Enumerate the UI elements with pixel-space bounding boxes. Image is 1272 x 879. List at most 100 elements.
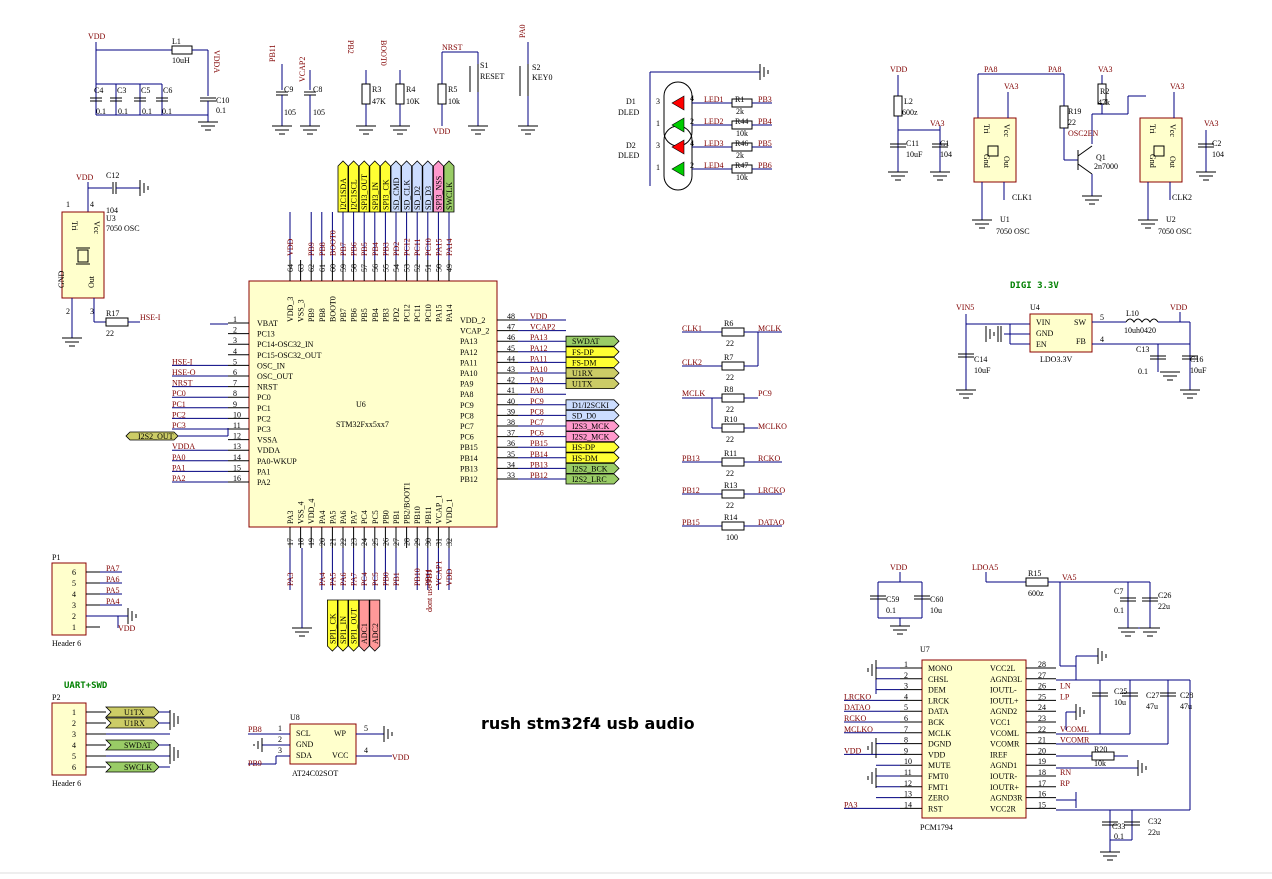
u4-body [1029, 313, 1093, 353]
d1-type: DLED [618, 108, 640, 117]
u6-pin-name: VDD_3 [286, 297, 295, 322]
c26-ref: C26 [1158, 591, 1171, 600]
u7-pin-num: 2 [904, 671, 908, 680]
u6-right-flag-label: FS-DP [572, 348, 594, 357]
p1-pin-num: 4 [72, 590, 76, 599]
u7-pin-num: 28 [1038, 660, 1046, 669]
u6-pin-name: PB1 [392, 510, 401, 524]
u6-pin-num: 44 [507, 354, 515, 363]
u6-pin-name: VDD_2 [460, 316, 485, 325]
u7-pin-name: VDD [928, 750, 946, 759]
p2-flag-label: SWCLK [124, 763, 152, 772]
clk-resistor-ref: R7 [724, 353, 733, 362]
u7-pin-num: 10 [904, 757, 912, 766]
u6-body [248, 280, 498, 528]
u6-pin-num: 29 [413, 538, 422, 546]
u6-pin-num: 19 [307, 538, 316, 546]
r17-ref: R17 [106, 309, 119, 318]
u4-vin: VIN [1036, 318, 1050, 327]
u6-pin-num: 51 [424, 264, 433, 272]
u6-pin-name: PB10 [413, 506, 422, 524]
r4-val: 10K [406, 97, 420, 106]
clk-resistor-val: 22 [726, 469, 734, 478]
u6-bottom-net: PA6 [339, 573, 348, 587]
u6-right-flag [565, 452, 620, 464]
u6-bottom-flag-label: SPI1_CK [328, 613, 337, 644]
u6-right-net: PA10 [530, 365, 548, 374]
led-resistor-ref: R46 [735, 139, 748, 148]
c60-ref: C60 [930, 595, 943, 604]
c1-val: 104 [940, 150, 952, 159]
u2-body [1139, 117, 1183, 183]
c9-ref: C9 [284, 85, 293, 94]
r10-val: 22 [726, 435, 734, 444]
u6-pin-num: 12 [233, 432, 241, 441]
u7-pin-name: FMT1 [928, 783, 948, 792]
u6-pin-name: PC10 [424, 304, 433, 322]
d2-type: DLED [618, 151, 640, 160]
u3-ref: U3 [106, 214, 116, 223]
u1-ref: U1 [1000, 215, 1010, 224]
u6-top-flag-label: SD_D3 [424, 186, 433, 210]
p2-pin-num: 6 [72, 763, 76, 772]
clk-resistor [721, 361, 745, 371]
u6-right-flag-label: I2S3_MCK [572, 422, 610, 431]
l1-val: 10uH [172, 56, 190, 65]
u7-pin-num: 7 [904, 725, 908, 734]
u6-pin-name: PC5 [371, 510, 380, 524]
c59-ref: C59 [886, 595, 899, 604]
u6-pin-name: VSSA [257, 436, 278, 445]
u6-bottom-flag [326, 599, 338, 652]
u7-pin-num: 3 [904, 682, 908, 691]
p2-flag-label: SWDAT [124, 741, 152, 750]
u6-pin-name: PA9 [460, 380, 474, 389]
clk-resistor-ref: R11 [724, 449, 737, 458]
u6-top-flag [358, 160, 370, 213]
r2-val: 47k [1098, 98, 1110, 107]
u6-top-flag [369, 160, 381, 213]
u6-right-net: PA8 [530, 386, 544, 395]
u6-pin-num: 60 [328, 264, 337, 272]
u6-right-net: PC8 [530, 407, 544, 416]
u7-pin-name: VCC1 [990, 718, 1010, 727]
u6-pin-num: 36 [507, 439, 515, 448]
u6-pin-name: PA13 [460, 337, 478, 346]
r5-val: 10k [448, 97, 460, 106]
u6-top-flag-label: SD_D2 [413, 186, 422, 210]
u6-right-flag-label: FS-DM [572, 358, 596, 367]
led-resistor-val: 2k [736, 107, 744, 116]
u3-vdd-label: VDD [76, 173, 94, 182]
u3-gnd: GND [57, 270, 66, 288]
vdd-label: VDD [88, 32, 106, 41]
u6-pin-name: PB13 [460, 464, 478, 473]
mclk-label: MCLK [682, 389, 705, 398]
led-resistor-val: 10k [736, 173, 748, 182]
u6-right-flag-label: HS-DM [572, 454, 598, 463]
u6-pin-name: PC6 [460, 433, 474, 442]
p2-flag [105, 706, 160, 718]
u6-left-net: PC0 [172, 389, 186, 398]
u6-top-flag [401, 160, 413, 213]
u6-top-flag-label: I2C1SDA [339, 178, 348, 210]
u7-pin-num: 9 [904, 746, 908, 755]
osc-vdd-label: VDD [890, 65, 908, 74]
u6-pin-num: 39 [507, 407, 515, 416]
u6-pin-num: 38 [507, 418, 515, 427]
u6-pin-name: PC9 [460, 401, 474, 410]
u6-pin-name: PA6 [339, 511, 348, 525]
u6-left-net: PC3 [172, 421, 186, 430]
r19-val: 22 [1068, 118, 1076, 127]
led-resistor-ref: R47 [735, 161, 748, 170]
c26-val: 22u [1158, 602, 1170, 611]
u6-bottom-flag-label: ADC2 [371, 623, 380, 644]
u6-top-net: PB7 [339, 242, 348, 256]
u6-pin-name: PA15 [434, 305, 443, 323]
r19-ref: R19 [1068, 107, 1081, 116]
u4-pin4: 4 [1100, 335, 1104, 344]
u6-pin-name: PB9 [307, 308, 316, 322]
c10-val: 0.1 [216, 106, 226, 115]
u4-sw: SW [1074, 318, 1086, 327]
led-d1-green [671, 117, 685, 133]
